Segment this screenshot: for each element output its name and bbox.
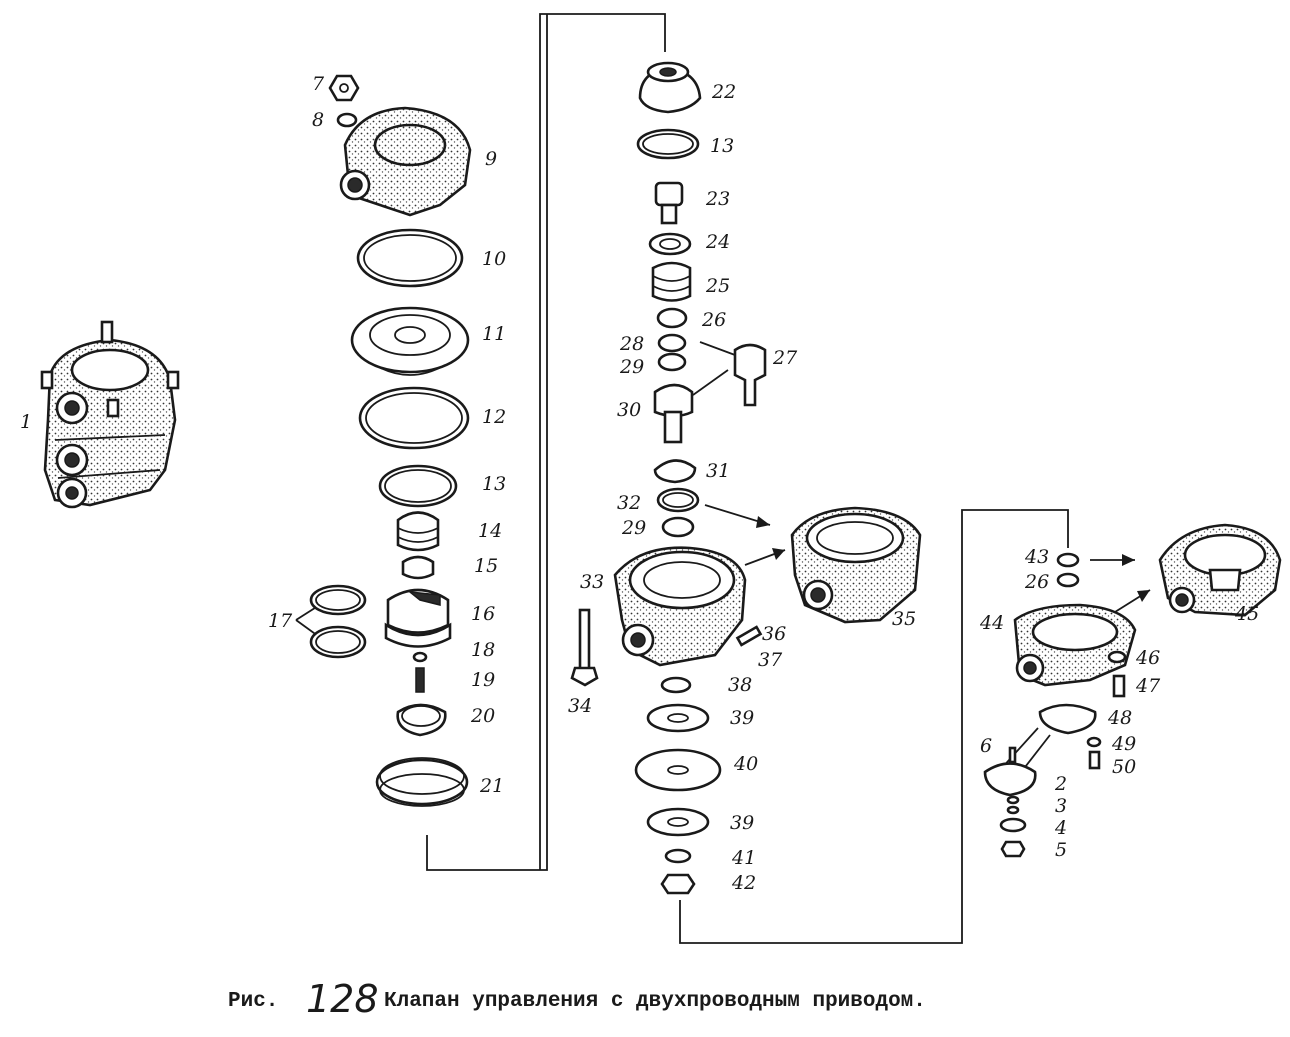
label-19: 19 [471,669,495,691]
label-40: 40 [733,753,758,775]
right-parts [790,506,1282,858]
label-24: 24 [705,231,730,253]
label-33: 33 [580,571,604,593]
label-10: 10 [482,248,506,270]
label-15: 15 [474,555,498,577]
label-42: 42 [731,872,756,894]
left-column-parts [309,74,472,807]
center-column-parts [570,61,767,895]
caption-title: Клапан управления с двухпроводным привод… [384,990,926,1013]
label-4: 4 [1054,817,1067,839]
label-8: 8 [312,109,324,131]
label-12: 12 [482,406,506,428]
label-6: 6 [980,735,992,757]
label-26-right: 26 [1024,571,1049,593]
label-21: 21 [479,775,504,797]
label-11: 11 [482,323,506,345]
label-31: 31 [706,460,730,482]
label-23: 23 [705,188,730,210]
label-43: 43 [1024,546,1049,568]
label-48: 48 [1107,707,1132,729]
caption-figure-number: 128 [306,977,379,1021]
label-17: 17 [268,610,293,632]
label-7: 7 [312,73,325,95]
label-32: 32 [617,492,641,514]
label-39-lower: 39 [730,812,754,834]
label-13-left: 13 [482,473,506,495]
label-39-upper: 39 [730,707,754,729]
label-20: 20 [470,705,495,727]
label-45: 45 [1234,603,1259,625]
label-5: 5 [1055,839,1067,861]
label-30: 30 [617,399,641,421]
label-46: 46 [1135,647,1160,669]
label-2: 2 [1054,773,1067,795]
label-1: 1 [20,411,32,433]
label-18: 18 [471,639,495,661]
label-47: 47 [1135,675,1161,697]
label-13-center: 13 [710,135,734,157]
label-34: 34 [568,695,592,717]
label-49: 49 [1111,733,1136,755]
label-9: 9 [485,148,497,170]
label-29-upper: 29 [619,356,644,378]
label-27: 27 [772,347,798,369]
label-3: 3 [1055,795,1067,817]
assembled-valve-part-1 [40,320,180,509]
label-14: 14 [478,520,502,542]
label-38: 38 [728,674,752,696]
label-36: 36 [762,623,786,645]
label-22: 22 [711,81,736,103]
label-37: 37 [758,649,783,671]
label-41: 41 [731,847,756,869]
label-50: 50 [1112,756,1136,778]
part-number-labels: 1 2 3 4 5 6 7 8 9 10 11 12 13 13 14 15 1… [20,73,1259,894]
label-44: 44 [979,612,1004,634]
label-29-lower: 29 [621,517,646,539]
figure-caption: Рис. 128 Клапан управления с двухпроводн… [228,977,926,1021]
label-16: 16 [471,603,495,625]
label-35: 35 [892,608,916,630]
label-25: 25 [705,275,730,297]
label-26-center: 26 [701,309,726,331]
caption-prefix: Рис. [228,990,278,1013]
label-28: 28 [619,333,644,355]
